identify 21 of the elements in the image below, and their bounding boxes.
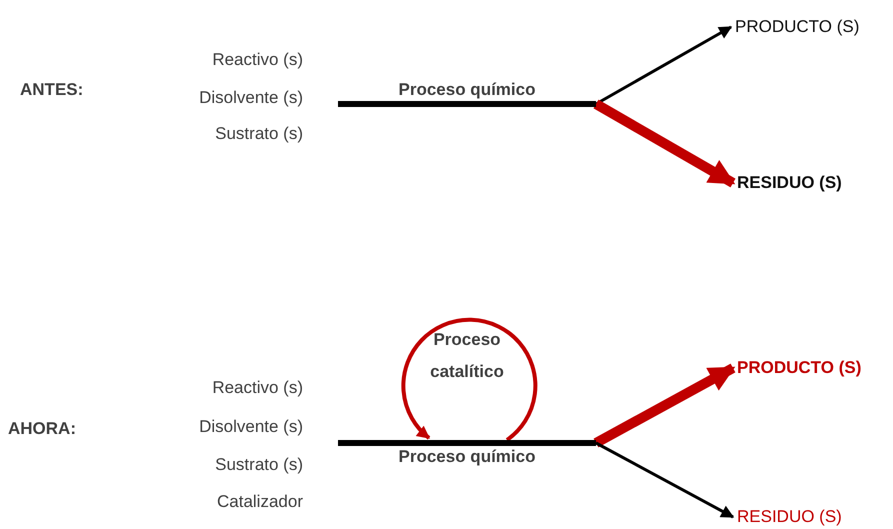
stage-heading: ANTES: xyxy=(20,79,84,101)
input-label: Reactivo (s) xyxy=(211,49,303,71)
edge-label: Proceso catalítico xyxy=(429,329,505,383)
arrow xyxy=(594,364,736,448)
input-label: Sustrato (s) xyxy=(214,454,303,476)
arrow xyxy=(595,442,734,518)
process-label: Proceso químico xyxy=(398,446,536,468)
arrow xyxy=(595,26,732,106)
stage-heading: AHORA: xyxy=(8,418,76,440)
output-label: RESIDUO (S) xyxy=(737,506,842,528)
arrow xyxy=(594,100,736,188)
output-label: PRODUCTO (S) xyxy=(737,357,862,379)
input-label: Disolvente (s) xyxy=(198,416,303,438)
input-label: Reactivo (s) xyxy=(211,377,303,399)
input-label: Sustrato (s) xyxy=(214,123,303,145)
output-label: RESIDUO (S) xyxy=(737,172,842,194)
output-label: PRODUCTO (S) xyxy=(735,16,860,38)
input-label: Catalizador xyxy=(216,491,303,513)
input-label: Disolvente (s) xyxy=(198,87,303,109)
arrow xyxy=(401,318,538,442)
process-label: Proceso químico xyxy=(398,79,536,101)
